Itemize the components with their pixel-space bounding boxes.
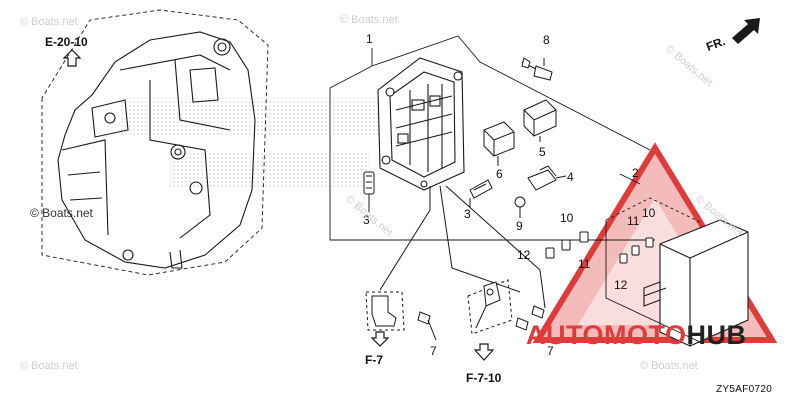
- part-number-10-right: 10: [642, 206, 656, 220]
- copyright-watermark-6: © Boats.net: [20, 360, 78, 372]
- part-number-3-right: 3: [464, 207, 471, 221]
- part-number-3-left: 3: [363, 213, 370, 227]
- diagram-code: ZY5AF0720: [716, 384, 773, 395]
- brand-watermark-part1: AUTOMOTO: [526, 320, 687, 350]
- part-number-9: 9: [516, 219, 523, 233]
- copyright-watermark-1: © Boats.net: [20, 16, 78, 28]
- part-number-1: 1: [366, 32, 373, 46]
- mini-fuses-right-group: [619, 237, 654, 264]
- part-number-12-left: 12: [517, 248, 531, 262]
- up-arrow-icon: [62, 49, 82, 67]
- copyright-watermark-2: © Boats.net: [340, 14, 398, 26]
- part-number-6: 6: [496, 167, 503, 181]
- relay-part-6: [483, 121, 515, 166]
- brand-watermark-part2: HUB: [686, 320, 747, 350]
- background-brand-watermark: [120, 98, 380, 188]
- bracket-f-7-10: [467, 279, 513, 335]
- relay-part-5: [523, 99, 557, 142]
- part-number-5: 5: [539, 145, 546, 159]
- part-number-7-left: 7: [430, 344, 437, 358]
- fuse-box-assembly: [377, 57, 465, 191]
- brand-watermark: AUTOMOTOHUB: [526, 320, 747, 351]
- part-number-2: 2: [632, 166, 639, 180]
- bracket-f-7: [365, 291, 405, 331]
- copyright-watermark-main: © Boats.net: [30, 206, 93, 220]
- reference-frame-e-20-10: [41, 9, 269, 276]
- cover-part-2: [643, 219, 749, 347]
- mini-fuses-left-group: [545, 231, 589, 259]
- ref-f-7-label: F-7: [365, 353, 383, 367]
- ref-e-20-10-label: E-20-10: [45, 35, 88, 49]
- bolts-part-7: [417, 305, 545, 341]
- bolt-part-8: [521, 57, 553, 81]
- part-number-12-right: 12: [614, 278, 628, 292]
- fuse-part-3-right: [469, 179, 493, 208]
- screw-part-9: [514, 196, 526, 218]
- forward-direction-arrow-icon: [732, 18, 760, 44]
- assembly-1-outline: [329, 35, 655, 241]
- connector-part-4: [527, 165, 567, 191]
- part-number-7-right: 7: [547, 344, 554, 358]
- cover-part-2-bracket: [605, 173, 701, 343]
- part-number-11-right: 11: [627, 214, 640, 228]
- part-number-8: 8: [543, 33, 550, 47]
- down-arrow-icon: [370, 331, 495, 361]
- engine-housing: [57, 31, 256, 269]
- copyright-watermark-7: © Boats.net: [640, 360, 698, 372]
- part-number-10-left: 10: [560, 211, 574, 225]
- part-number-4: 4: [567, 170, 574, 184]
- part-number-11-left: 11: [578, 257, 591, 271]
- fuse-part-3-left: [363, 171, 375, 212]
- ref-f-7-10-label: F-7-10: [466, 371, 502, 385]
